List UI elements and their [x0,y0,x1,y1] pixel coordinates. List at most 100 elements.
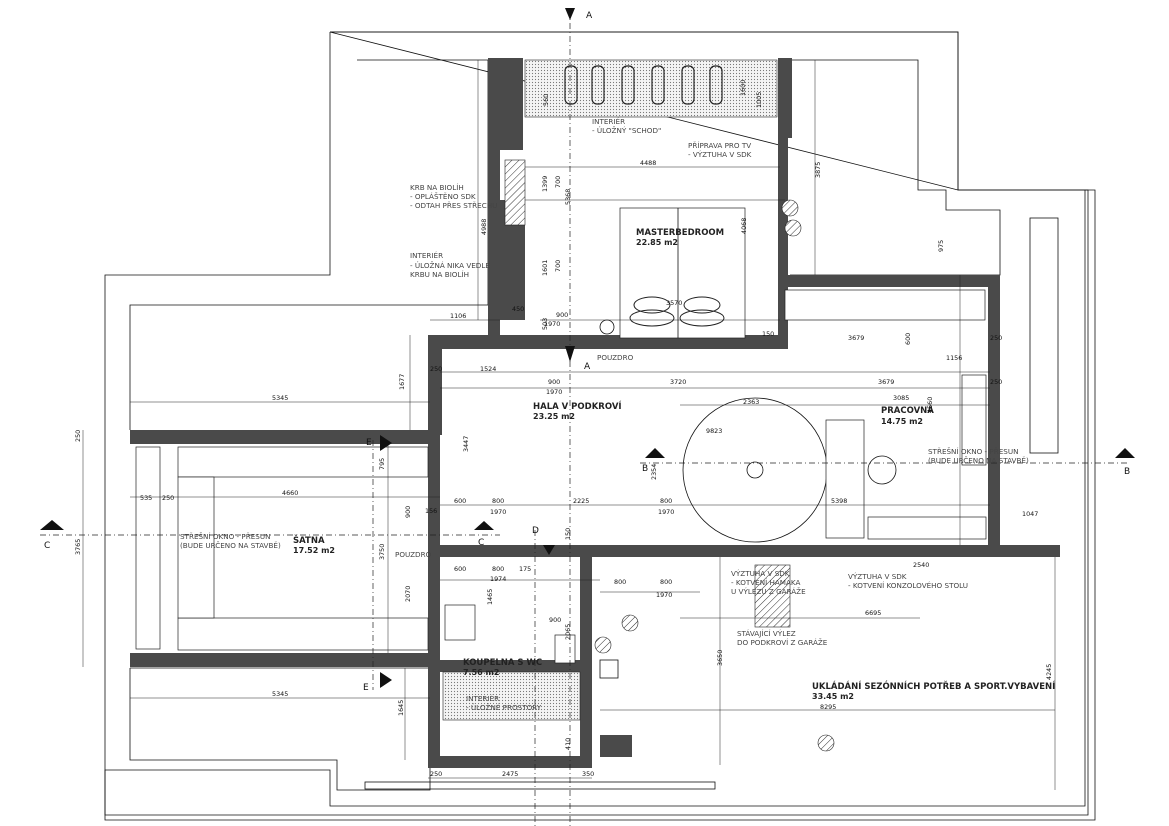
dim-1465: 1465 [486,589,494,605]
dim-600-r: 600 [904,333,912,345]
dim-3875: 3875 [814,162,822,178]
dim-3720: 3720 [670,378,686,386]
dim-2475: 2475 [502,770,518,778]
axis-label-a-mid: A [584,362,591,372]
dim-3650: 3650 [716,650,724,666]
dim-1399: 1399 [541,176,549,192]
dim-1156: 1156 [946,354,962,362]
dim-700-a: 700 [554,176,562,188]
room-area-satna: 17.52 m2 [293,546,335,555]
dim-150-top: 150 [762,330,774,338]
dim-1106: 1106 [450,312,466,320]
columns [594,199,835,752]
note-existing-hatch-2: DO PODKROVÍ Z GARÁŽE [737,638,828,647]
dim-800-k: 800 [492,565,504,573]
dim-800-u: 800 [614,578,626,586]
dim-9823: 9823 [706,427,722,435]
storage-step [524,59,778,118]
room-area-ukladani: 33.45 m2 [812,692,854,701]
note-hammock-1: VÝZTUHA V SDK [731,569,790,578]
dim-975: 975 [937,240,945,252]
dim-1970-s: 1970 [490,508,506,516]
note-window-right-2: (BUDE URČENO NA STAVBĚ) [928,456,1029,465]
dim-3679-b: 3679 [878,378,894,386]
dim-1970-hall: 1970 [546,388,562,396]
dim-4068: 4068 [740,218,748,234]
note-bath-storage-2: - ÚLOŽNÉ PROSTORY [466,703,542,712]
dim-503: 503 [541,318,549,330]
axis-label-e-bottom: E [363,683,369,693]
dim-350: 350 [582,770,594,778]
dimension-lines [82,60,1056,790]
room-name-satna: ŠATNA [293,534,325,546]
walls [130,58,1060,768]
section-markers [40,8,1135,688]
dim-250-right-hall: 250 [990,378,1002,386]
floor-drain [599,319,615,335]
dim-175: 175 [519,565,531,573]
note-fireplace-3: - ODTAH PŘES STŘECHU [410,201,497,210]
dim-8295: 8295 [820,703,836,711]
dim-5368: 5368 [564,189,572,205]
dim-250-satna: 250 [162,494,174,502]
dim-2354: 2354 [650,464,658,480]
bath-storage [442,671,581,721]
dim-3750: 3750 [378,544,386,560]
dim-1524: 1524 [480,365,496,373]
note-fireplace-2: - OPLÁŠTĚNO SDK [410,192,476,201]
wardrobe-bedroom [619,207,746,339]
cabinets-pracovna [784,289,987,540]
note-hammock-2: - KOTVENÍ HAMAKA [731,578,801,587]
dim-3570: 3570 [666,299,682,307]
room-name-koupelna: KOUPELNA S WC [463,658,542,668]
note-pouzdro-left: POUZDRO [395,550,432,559]
dim-4560: 4560 [926,397,934,413]
room-name-hala: HALA V PODKROVÍ [533,400,622,412]
dim-535: 535 [140,494,152,502]
dim-1047: 1047 [1022,510,1038,518]
hatch-opening [599,659,619,679]
dim-2540: 2540 [913,561,929,569]
dim-900-k: 900 [549,616,561,624]
dim-5345-b: 5345 [272,690,288,698]
dim-900-s: 900 [404,506,412,518]
dim-800-p: 800 [660,497,672,505]
dim-6695: 6695 [865,609,881,617]
dim-5345-a: 5345 [272,394,288,402]
dim-1970-top: 1970 [544,320,560,328]
dim-560: 560 [542,94,550,106]
axis-label-e-top: E [366,438,372,448]
outer-boundary [104,31,1089,816]
dim-2065: 2065 [564,624,572,640]
wardrobes-satna [135,446,429,651]
desk-chair [867,455,897,485]
dim-3765: 3765 [74,539,82,555]
dim-1970-u: 1970 [656,591,672,599]
axis-label-c-mid: C [478,538,484,548]
dim-900-top: 900 [556,311,568,319]
dim-250-b: 250 [430,770,442,778]
dim-4245: 4245 [1045,664,1053,680]
dim-1970-p: 1970 [658,508,674,516]
dim-800-u2: 800 [660,578,672,586]
room-name-pracovna: PRACOVNA [881,406,934,416]
dim-3447: 3447 [462,436,470,452]
axis-label-d: D [532,526,539,536]
bath-sink [444,604,476,641]
room-area-masterbedroom: 22.85 m2 [636,238,678,247]
axis-label-b-right: B [1124,467,1130,477]
gutter-bottom [364,781,716,790]
dim-250-r: 250 [990,334,1002,342]
room-area-hala: 23.25 m2 [533,412,575,421]
dim-4988: 4988 [480,219,488,235]
eaves-line-right [790,59,1001,276]
room-name-masterbedroom: MASTERBEDROOM [636,228,724,238]
dim-156: 156 [425,507,437,515]
axis-label-c-left: C [44,541,50,551]
hammock-hatch [754,564,791,628]
dim-2363: 2363 [743,398,759,406]
dim-4488: 4488 [640,159,656,167]
room-name-ukladani: UKLÁDÁNÍ SEZÓNNÍCH POTŘEB A SPORT.VYBAVE… [812,680,1055,692]
dim-795: 795 [378,458,386,470]
